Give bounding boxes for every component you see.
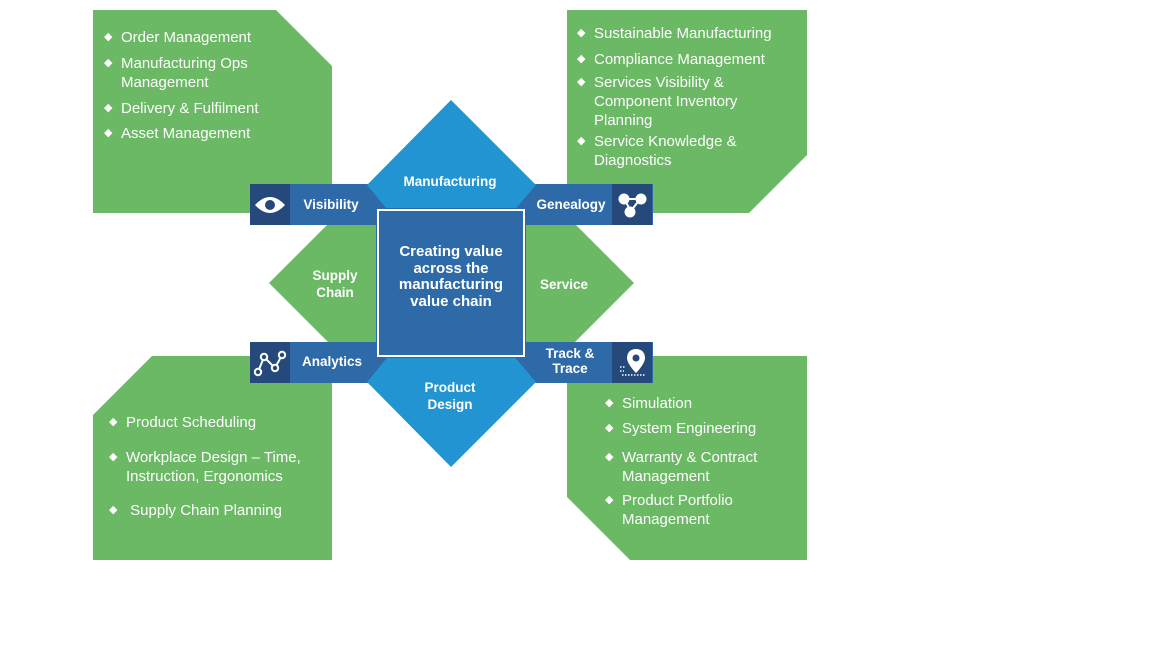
panel-top-left-shape bbox=[93, 10, 332, 213]
panel-bottom-right: ◆Simulation ◆System Engineering ◆Warrant… bbox=[595, 394, 805, 529]
diamond-bullet-icon: ◆ bbox=[109, 416, 118, 428]
analytics-icon-box bbox=[250, 342, 290, 383]
list-item: ◆Sustainable Manufacturing bbox=[577, 25, 772, 42]
diamond-bullet-icon: ◆ bbox=[605, 494, 614, 506]
list-item: ◆Order Management bbox=[104, 29, 252, 46]
band-label-track-trace: Track & Trace bbox=[545, 346, 595, 376]
band-label-analytics: Analytics bbox=[301, 354, 363, 369]
diamond-bullet-icon: ◆ bbox=[605, 422, 614, 434]
location-pin-icon bbox=[620, 348, 646, 376]
list-item: ◆Asset Management bbox=[104, 125, 251, 142]
diamond-bullet-icon: ◆ bbox=[109, 451, 118, 463]
track-trace-icon-box bbox=[612, 342, 652, 383]
diamond-bullet-icon: ◆ bbox=[577, 76, 586, 88]
list-item: ◆Simulation bbox=[605, 395, 693, 412]
network-icon bbox=[618, 193, 647, 217]
eye-icon bbox=[255, 196, 285, 213]
panel-top-right: ◆Sustainable Manufacturing ◆Compliance M… bbox=[567, 24, 807, 170]
genealogy-icon-box bbox=[612, 184, 652, 225]
list-item: ◆ Supply Chain Planning bbox=[109, 502, 282, 519]
list-item: ◆Service Knowledge & Diagnostics bbox=[577, 133, 737, 169]
line-graph-icon bbox=[253, 350, 287, 376]
diamond-bullet-icon: ◆ bbox=[104, 127, 113, 139]
list-item: ◆Product Scheduling bbox=[109, 414, 257, 431]
panel-bottom-left-shape bbox=[93, 356, 332, 560]
panel-top-right-shape bbox=[567, 10, 807, 213]
diamond-label-product-design: Product Design bbox=[424, 380, 476, 412]
list-item: ◆Workplace Design – Time, Instruction, E… bbox=[109, 449, 301, 485]
list-item: ◆Services Visibility & Component Invento… bbox=[577, 74, 738, 129]
panel-top-left: ◆Order Management ◆Manufacturing Ops Man… bbox=[94, 28, 324, 143]
band-label-genealogy: Genealogy bbox=[536, 197, 606, 212]
center-box: Creating value across the manufacturing … bbox=[376, 208, 526, 358]
list-item: ◆Delivery & Fulfilment bbox=[104, 100, 259, 117]
diamond-label-manufacturing: Manufacturing bbox=[403, 174, 497, 189]
panel-bottom-right-shape bbox=[567, 356, 807, 560]
diamond-label-service: Service bbox=[539, 277, 589, 292]
diamond-label-supply-chain: Supply Chain bbox=[312, 268, 358, 300]
list-item: ◆Warranty & Contract Management bbox=[605, 449, 758, 485]
list-item: ◆Compliance Management bbox=[577, 51, 765, 68]
diamond-bullet-icon: ◆ bbox=[577, 27, 586, 39]
diamond-blue-top-shape bbox=[367, 100, 536, 225]
diamond-bullet-icon: ◆ bbox=[605, 397, 614, 409]
list-item: ◆System Engineering bbox=[605, 420, 757, 437]
diamond-bullet-icon: ◆ bbox=[104, 57, 113, 69]
diamond-bullet-icon: ◆ bbox=[109, 504, 118, 516]
diamond-bullet-icon: ◆ bbox=[104, 102, 113, 114]
list-item: ◆Product Portfolio Management bbox=[605, 492, 733, 528]
visibility-icon-box bbox=[250, 184, 290, 225]
band-label-visibility: Visibility bbox=[303, 197, 359, 212]
diamond-bullet-icon: ◆ bbox=[104, 31, 113, 43]
list-item: ◆Manufacturing Ops Management bbox=[104, 55, 248, 91]
diamond-bullet-icon: ◆ bbox=[577, 53, 586, 65]
diamond-bullet-icon: ◆ bbox=[577, 135, 586, 147]
center-title: Creating value across the manufacturing … bbox=[398, 243, 504, 310]
diamond-bullet-icon: ◆ bbox=[605, 451, 614, 463]
panel-bottom-left: ◆Product Scheduling ◆Workplace Design – … bbox=[99, 413, 329, 520]
diamond-blue-bottom-shape bbox=[367, 342, 536, 467]
